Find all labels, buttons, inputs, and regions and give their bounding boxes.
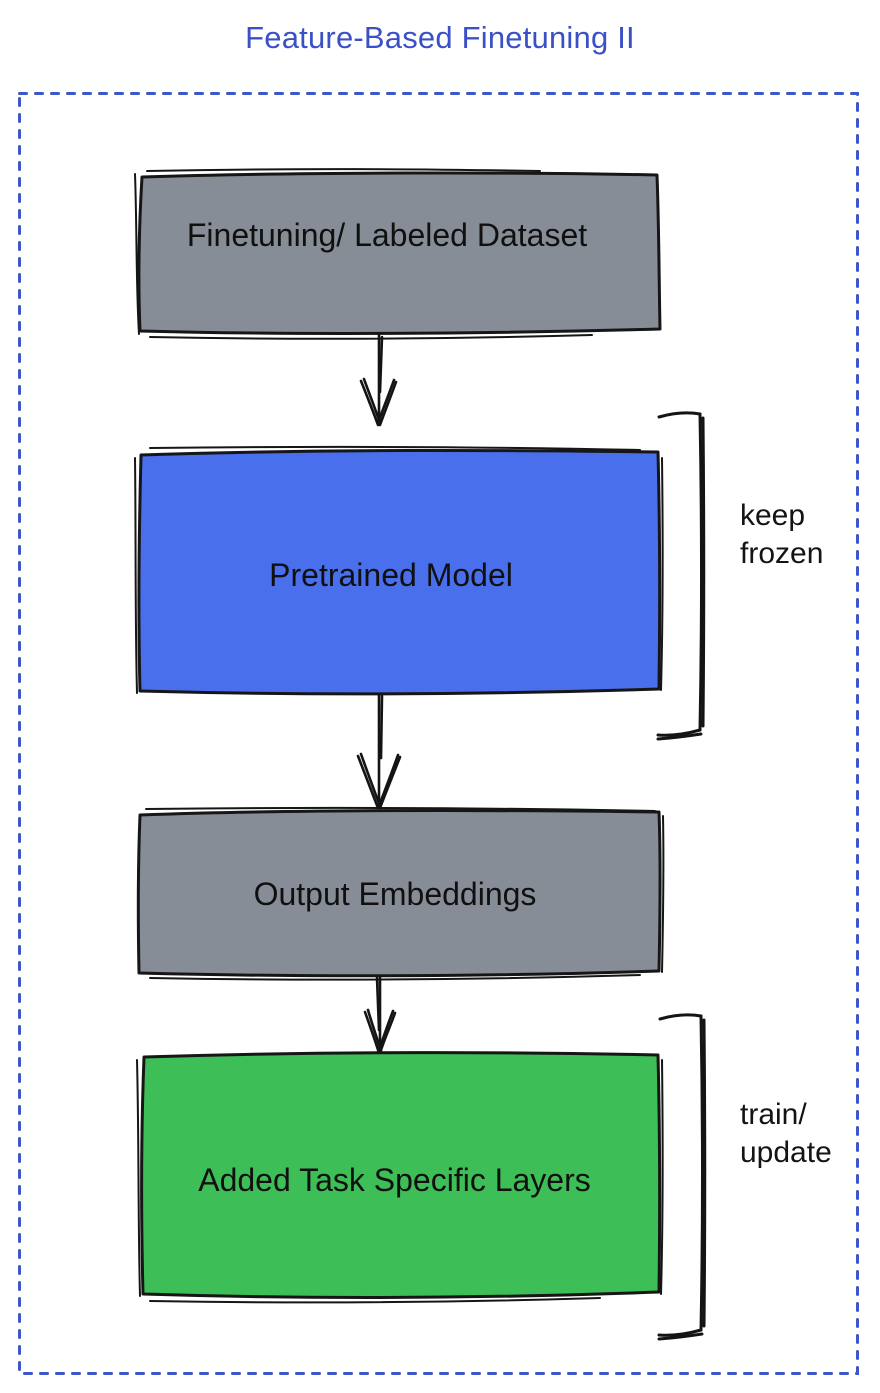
box-sketch-accent: [136, 1059, 664, 1304]
dashed-frame: [18, 92, 859, 1375]
flow-box-output-embeddings: [136, 806, 665, 981]
box-outline: [137, 448, 662, 696]
flow-box-finetuning-dataset: [134, 168, 662, 340]
flow-box-pretrained-model: [134, 445, 664, 696]
annotation-train-update: train/ update: [740, 1098, 832, 1169]
annotation-keep-frozen: keep frozen: [740, 499, 824, 570]
box-sketch-accent: [134, 445, 664, 694]
arrow-down-2: [356, 692, 402, 810]
box-outline: [140, 1051, 662, 1300]
box-sketch-accent: [134, 168, 593, 340]
box-outline: [137, 171, 662, 335]
arrow-down-1: [359, 333, 398, 427]
box-sketch-accent: [145, 806, 665, 981]
diagram-title: Feature-Based Finetuning II: [245, 20, 635, 55]
box-outline: [136, 808, 662, 978]
arrow-down-3: [363, 974, 397, 1055]
bracket-keep-frozen: [656, 411, 706, 741]
bracket-train-update: [657, 1013, 707, 1341]
flow-box-task-specific-layers: [136, 1051, 664, 1304]
